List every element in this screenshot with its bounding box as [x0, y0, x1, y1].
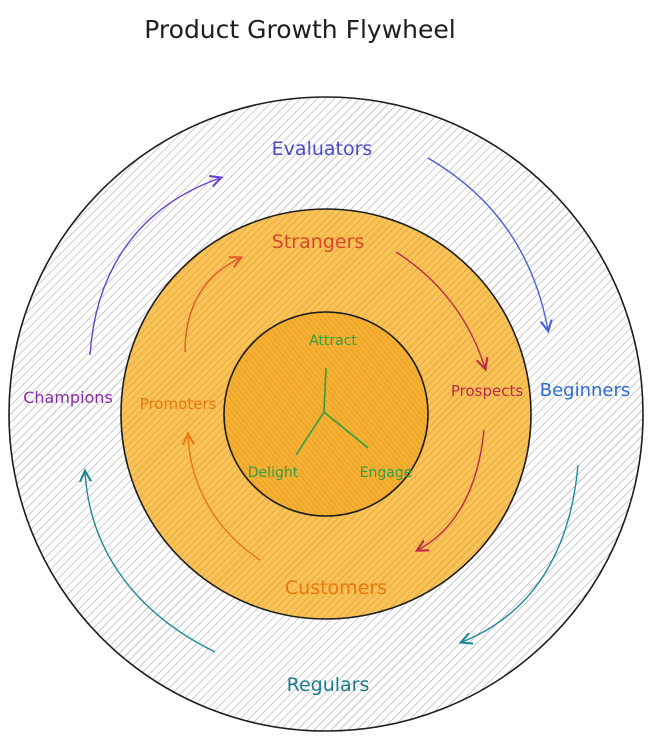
label-beginners: Beginners [540, 380, 631, 401]
diagram-title: Product Growth Flywheel [144, 15, 455, 44]
arrow-regulars-to-champions [85, 472, 216, 653]
label-champions: Champions [23, 388, 113, 407]
label-prospects: Prospects [451, 382, 523, 400]
label-strangers: Strangers [272, 231, 364, 253]
label-promoters: Promoters [140, 395, 217, 413]
inner-connector [295, 367, 369, 456]
arrow-beginners-to-regulars [462, 464, 579, 642]
label-delight: Delight [248, 465, 299, 481]
arrow-champions-to-evaluators [89, 178, 220, 356]
label-regulars: Regulars [287, 674, 370, 696]
arrow-evaluators-to-beginners [427, 157, 548, 330]
label-engage: Engage [360, 465, 413, 481]
arrow-promoters-to-strangers [184, 258, 240, 353]
label-attract: Attract [309, 333, 357, 349]
label-customers: Customers [285, 577, 387, 599]
arrow-strangers-to-prospects [395, 251, 485, 368]
arrow-prospects-to-customers [418, 429, 485, 550]
arrow-customers-to-promoters [188, 435, 261, 561]
label-evaluators: Evaluators [272, 138, 373, 160]
